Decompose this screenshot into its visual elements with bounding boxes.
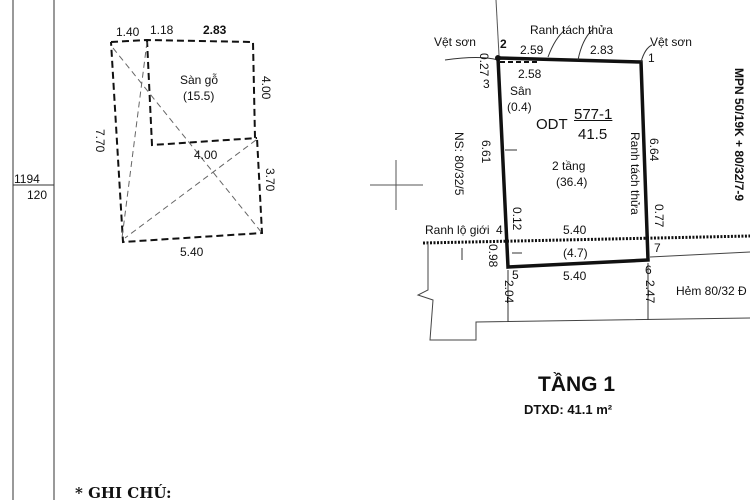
- yard-area: (0.4): [507, 100, 532, 114]
- dim-inner-top: 2.58: [518, 67, 542, 81]
- room-area: (15.5): [183, 89, 215, 103]
- point-4-label: 4: [496, 223, 503, 237]
- margin-bottom-number: 120: [27, 188, 48, 202]
- point-1-label: 1: [648, 51, 655, 65]
- alley-label: Hẻm 80/32 Đ: [676, 284, 747, 298]
- dim-right-lower: 3.70: [263, 168, 277, 192]
- dim-top-3: 2.83: [203, 23, 227, 37]
- dim-right-upper: 4.00: [259, 76, 273, 100]
- construction-area: DTXD: 41.1 m²: [524, 402, 613, 417]
- dim-corner-small: 0.27: [477, 53, 491, 77]
- dim-right-side: 6.64: [647, 138, 661, 162]
- room-label: Sàn gỗ: [180, 73, 219, 87]
- dim-left-side: 6.61: [479, 140, 493, 164]
- dim-247: 2.47: [643, 280, 657, 304]
- dim-inner-bottom: 4.00: [194, 148, 218, 162]
- dim-mid-width: 5.40: [563, 223, 587, 237]
- floors-area: (36.4): [556, 175, 588, 189]
- parcel-number: 577-1: [574, 106, 613, 123]
- dim-top-left: 2.59: [520, 43, 544, 57]
- dim-top-1: 1.40: [116, 25, 140, 39]
- margin-top-number: 1194: [14, 172, 40, 186]
- dim-bottom-width: 5.40: [563, 269, 587, 283]
- dim-top-2: 1.18: [150, 23, 174, 37]
- paint-mark-left: Vệt sơn: [434, 35, 476, 49]
- land-code: ODT: [536, 116, 568, 133]
- floor-title: TẦNG 1: [538, 373, 616, 396]
- dim-204: 2.04: [502, 280, 516, 304]
- road-boundary-label: Ranh lộ giới: [425, 223, 490, 237]
- floors-label: 2 tầng: [552, 159, 586, 173]
- dim-077: 0.77: [652, 204, 666, 228]
- boundary-top-label: Ranh tách thửa: [530, 23, 613, 37]
- dim-098: 0.98: [486, 244, 500, 268]
- yard-label: Sân: [510, 84, 532, 98]
- mid-area: (4.7): [563, 246, 588, 260]
- neighbor-right: MPN 50/19K + 80/32/7-9: [732, 68, 746, 202]
- point-7-label: 7: [654, 241, 661, 255]
- point-3-label: 3: [483, 77, 490, 91]
- point-5-label: 5: [512, 268, 519, 282]
- neighbor-left: NS: 80/32/5: [452, 132, 466, 196]
- paint-mark-right: Vệt sơn: [650, 35, 692, 49]
- point-6-label: 6: [645, 263, 652, 277]
- boundary-right-label: Ranh tách thửa: [628, 132, 642, 215]
- point-2-label: 2: [500, 37, 507, 51]
- notes-heading: * GHI CHÚ:: [75, 484, 172, 502]
- dim-top-right: 2.83: [590, 43, 614, 57]
- dim-left-height: 7.70: [93, 129, 107, 153]
- parcel-area: 41.5: [578, 126, 608, 143]
- dim-bottom-width: 5.40: [180, 245, 204, 259]
- dim-012: 0.12: [510, 207, 524, 231]
